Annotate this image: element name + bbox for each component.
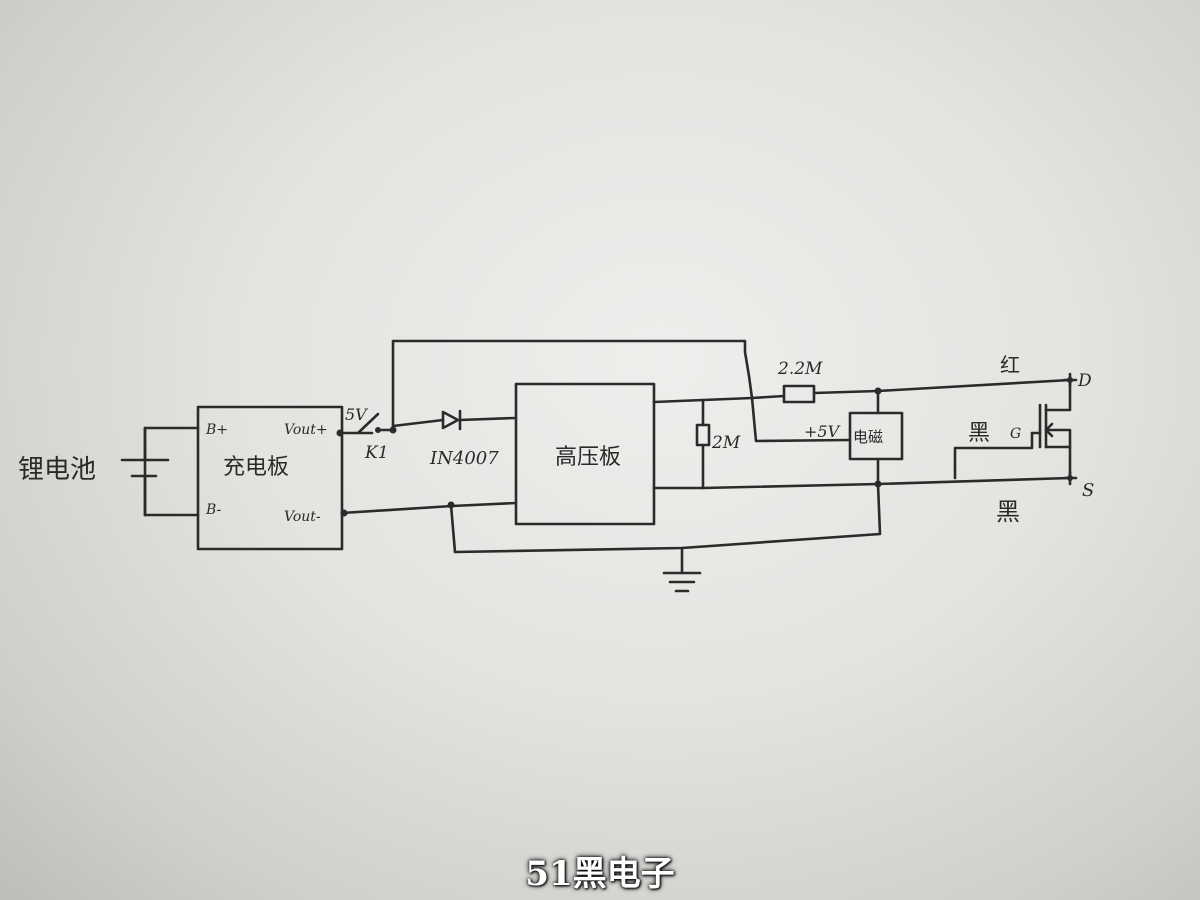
charger-pin-bminus: B- [205, 502, 222, 518]
diode-label: IN4007 [429, 448, 499, 469]
relay-label: 电磁 [853, 428, 883, 446]
charger-board-box [196, 405, 344, 551]
charger-pin-vout-plus: Vout+ [284, 422, 328, 438]
diode-symbol [441, 409, 462, 431]
drain-label: D [1077, 371, 1092, 391]
plus5v-label: +5V [804, 422, 841, 441]
wire-black-gate-label: 黑 [968, 421, 990, 446]
relay-box [848, 411, 904, 461]
switch-voltage-label: 5V [345, 405, 368, 424]
resistor-2-2m [782, 384, 816, 404]
charger-pin-bplus: B+ [205, 422, 228, 438]
switch-k1 [356, 412, 380, 435]
hv-board-box [514, 382, 656, 526]
resistor-shunt-label: 2M [711, 433, 741, 453]
battery-label: 锂电池 [18, 455, 96, 485]
charger-pin-vout-minus: Vout- [284, 509, 321, 525]
wire-black-bottom-label: 黑 [996, 498, 1020, 526]
switch-label: K1 [364, 443, 389, 463]
charger-board-label: 充电板 [223, 455, 289, 480]
gate-pin-label: G [1010, 426, 1021, 442]
resistor-2m [695, 423, 711, 447]
hv-board-label: 高压板 [555, 445, 621, 470]
source-label: S [1082, 480, 1094, 501]
resistor-top-label: 2.2M [777, 359, 823, 379]
wire-red-label: 红 [1000, 353, 1020, 377]
ground-symbol [662, 571, 702, 593]
mosfet-symbol [1030, 378, 1072, 480]
battery-symbol [120, 426, 200, 517]
watermark-text: 51黑电子 [525, 854, 675, 894]
